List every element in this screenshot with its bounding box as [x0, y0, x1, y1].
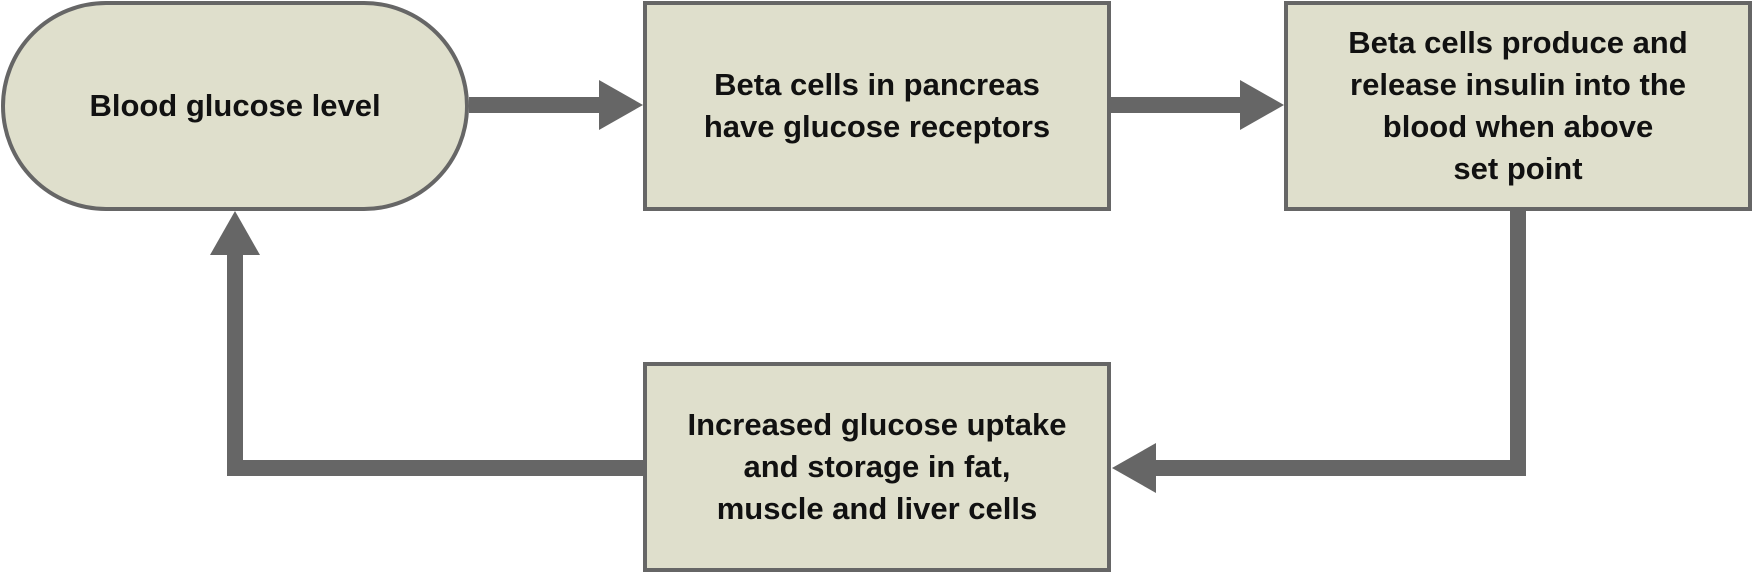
node-beta-cells-receptors: Beta cells in pancreas have glucose rece…: [643, 1, 1111, 211]
node-label: Beta cells produce and release insulin i…: [1348, 25, 1688, 186]
node-blood-glucose-level: Blood glucose level: [1, 1, 469, 211]
node-glucose-uptake: Increased glucose uptake and storage in …: [643, 362, 1111, 572]
arrow-insulin-to-uptake: [1112, 211, 1526, 493]
node-label: Blood glucose level: [89, 88, 381, 123]
node-label: Beta cells in pancreas have glucose rece…: [703, 67, 1051, 144]
node-insulin-release: Beta cells produce and release insulin i…: [1284, 1, 1752, 211]
arrow-receptors-to-insulin: [1111, 80, 1284, 130]
node-label: Increased glucose uptake and storage in …: [687, 407, 1067, 526]
arrow-uptake-to-glucose: [210, 211, 643, 476]
arrow-glucose-to-receptors: [469, 80, 643, 130]
